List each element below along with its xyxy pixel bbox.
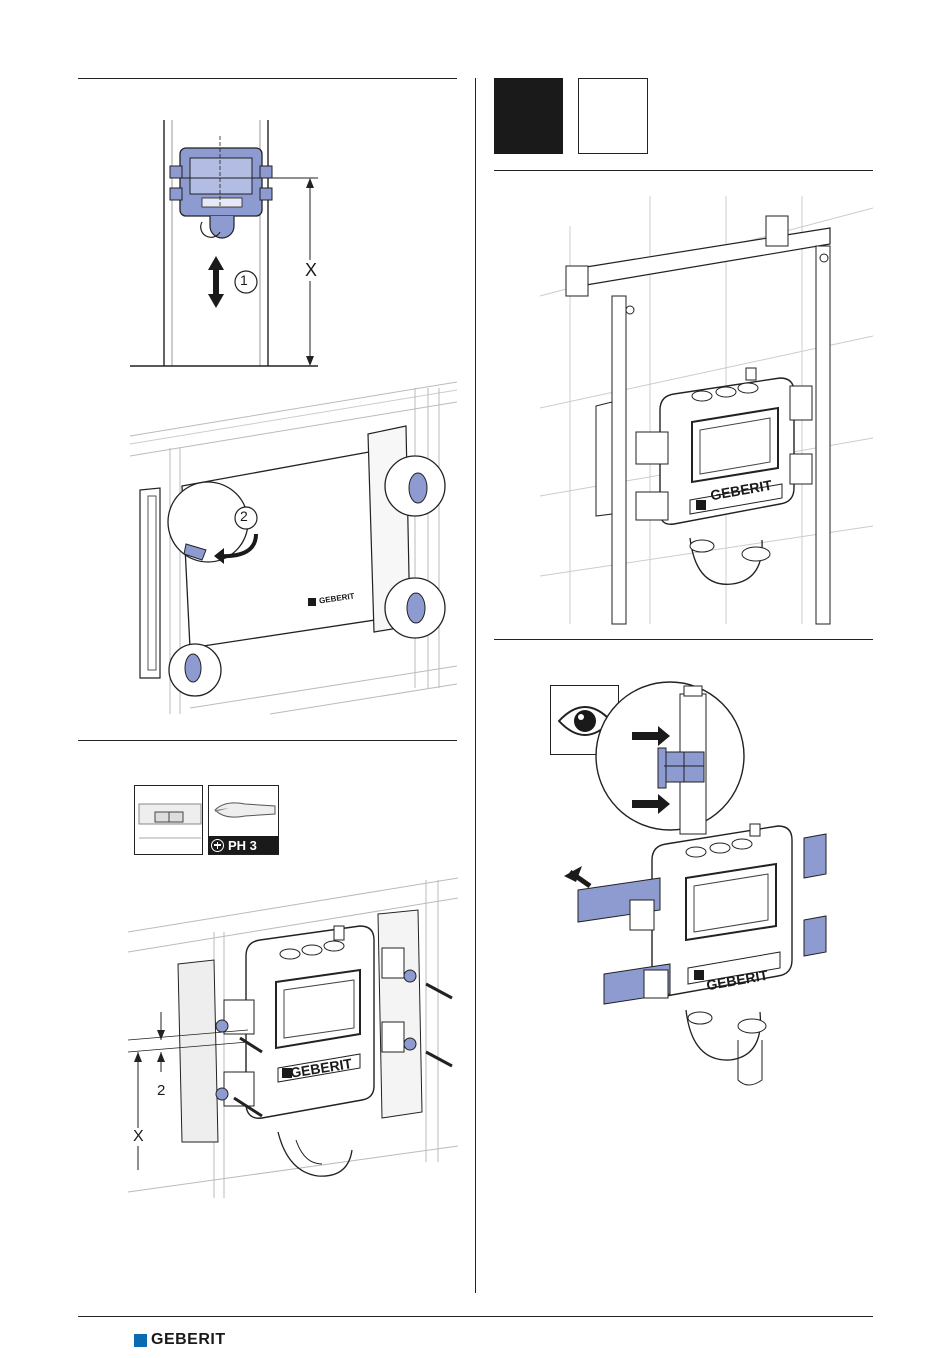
dimension-label-x: X (304, 260, 318, 281)
dimension-label-2: 2 (157, 1082, 165, 1099)
brand-square-icon (134, 1334, 147, 1347)
screw-mount-illustration (128, 872, 458, 1198)
spirit-level-icon (135, 786, 204, 856)
section-rule-top-left (78, 78, 457, 79)
section-rule-mid-right (494, 639, 873, 640)
section-rule-mid-left (78, 740, 457, 741)
spirit-level-tool-card (134, 785, 203, 855)
screwdriver-icon (209, 786, 280, 836)
ph3-bit-badge: PH 3 (208, 836, 279, 854)
tool-size-label: PH 3 (228, 838, 257, 853)
column-divider (475, 78, 476, 1293)
step-marker-filled (494, 78, 563, 154)
installed-box-illustration (540, 196, 873, 624)
inspection-illustration (560, 680, 850, 1094)
step-marker-empty (578, 78, 648, 154)
section-rule-top-right (494, 170, 873, 171)
footer-brand-text: GEBERIT (151, 1331, 226, 1349)
height-adjust-illustration (130, 118, 340, 370)
footer-brand-logo: GEBERIT (134, 1331, 226, 1349)
callout-number-1: 1 (240, 272, 248, 288)
phillips-plus-icon (211, 839, 224, 852)
frame-clip-illustration (130, 378, 457, 714)
footer-rule (78, 1316, 873, 1317)
dimension-label-x-lower: X (133, 1128, 144, 1146)
callout-number-2: 2 (240, 508, 248, 524)
